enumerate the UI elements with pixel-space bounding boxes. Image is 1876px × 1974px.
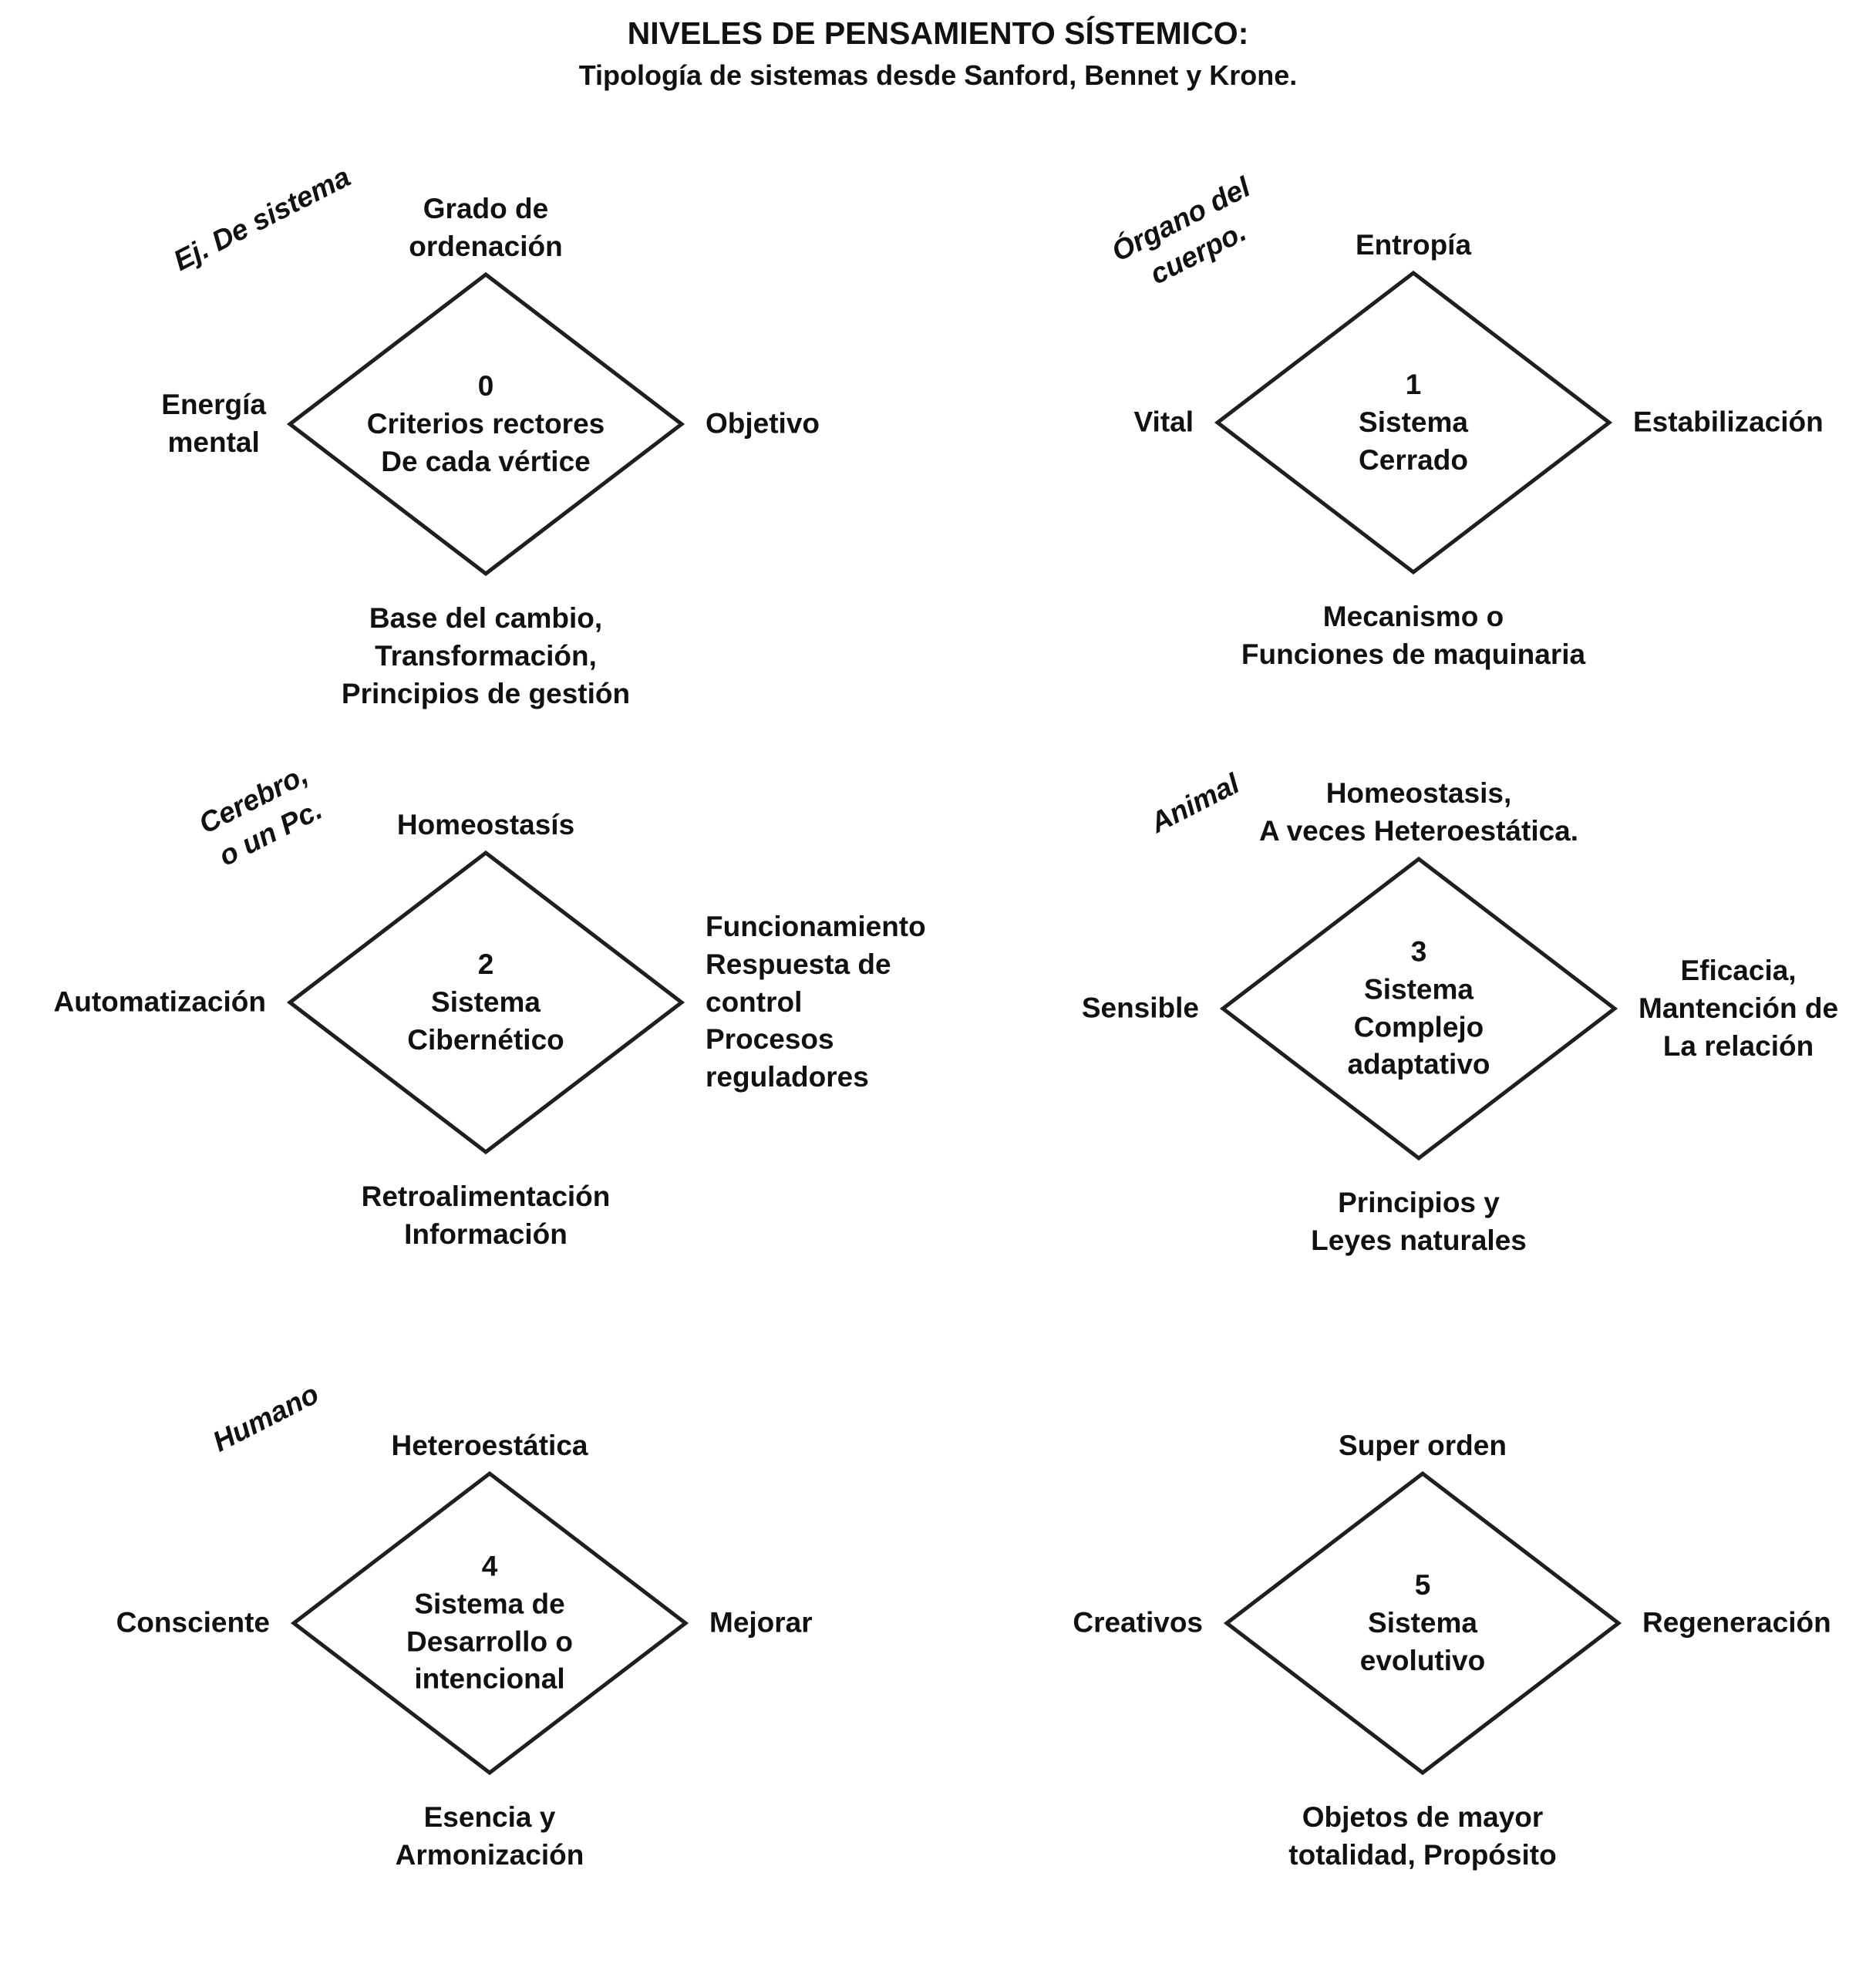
center-text-0: 0 Criterios rectores De cada vértice	[285, 368, 686, 480]
right-label-2: Funcionamiento Respuesta de control Proc…	[706, 910, 926, 1093]
level-name-4: Sistema de Desarrollo o intencional	[406, 1588, 573, 1695]
top-label-0: Grado de ordenación	[409, 193, 563, 263]
right-label-3: Eficacia, Mantención de La relación	[1639, 954, 1839, 1062]
left-label-0: Energía mental	[161, 389, 266, 458]
diamond-group-5: Super orden Creativos Regeneración 5 Sis…	[960, 1322, 1876, 1939]
diamond-shape-0	[286, 271, 685, 577]
bottom-label-4: Esencia y Armonización	[395, 1801, 584, 1871]
top-label-1: Entropía	[1355, 229, 1472, 261]
diamond-shape-2	[286, 850, 685, 1155]
title-line-2: Tipología de sistemas desde Sanford, Ben…	[578, 59, 1298, 91]
center-text-3: 3 Sistema Complejo adaptativo	[1218, 933, 1619, 1083]
level-number-0: 0	[477, 369, 494, 402]
diamond-group-1: Órgano del cuerpo. Entropía Vital Estabi…	[951, 122, 1876, 739]
left-label-1: Vital	[1133, 406, 1194, 438]
right-label-5: Regeneración	[1642, 1606, 1831, 1639]
diagram-title: NIVELES DE PENSAMIENTO SÍSTEMICO: Tipolo…	[0, 15, 1876, 92]
left-label-2: Automatización	[53, 985, 266, 1018]
level-number-5: 5	[1414, 1568, 1431, 1601]
diamond-shape-4	[290, 1470, 689, 1776]
level-number-3: 3	[1410, 935, 1427, 968]
diamond-shape-5	[1223, 1470, 1622, 1776]
center-text-1: 1 Sistema Cerrado	[1213, 366, 1614, 479]
level-name-0: Criterios rectores De cada vértice	[366, 407, 605, 477]
top-label-5: Super orden	[1339, 1430, 1507, 1462]
level-name-5: Sistema evolutivo	[1359, 1606, 1486, 1676]
center-text-4: 4 Sistema de Desarrollo o intencional	[289, 1548, 690, 1698]
level-name-3: Sistema Complejo adaptativo	[1347, 973, 1490, 1080]
right-label-4: Mejorar	[709, 1606, 813, 1639]
bottom-label-0: Base del cambio, Transformación, Princip…	[341, 602, 631, 709]
bottom-label-1: Mecanismo o Funciones de maquinaria	[1241, 601, 1586, 670]
diamond-group-3: Animal Homeostasis, A veces Heteroestáti…	[956, 708, 1876, 1325]
level-number-4: 4	[481, 1550, 498, 1582]
diamond-group-2: Cerebro, o un Pc. Homeostasís Automatiza…	[23, 702, 948, 1319]
left-label-3: Sensible	[1081, 992, 1199, 1024]
title-line-1: NIVELES DE PENSAMIENTO SÍSTEMICO:	[627, 15, 1249, 51]
right-label-0: Objetivo	[706, 407, 820, 440]
diamond-shape-3	[1219, 856, 1618, 1161]
right-label-1: Estabilización	[1633, 406, 1824, 438]
top-label-2: Homeostasís	[396, 809, 575, 841]
diamond-group-4: Humano Heteroestática Consciente Mejorar…	[27, 1322, 952, 1939]
bottom-label-3: Principios y Leyes naturales	[1311, 1187, 1527, 1256]
bottom-label-5: Objetos de mayor totalidad, Propósito	[1288, 1801, 1557, 1871]
level-number-1: 1	[1405, 368, 1422, 400]
diamond-group-0: Ej. De sistema Grado de ordenación Energ…	[23, 123, 948, 740]
top-label-3: Homeostasis, A veces Heteroestática.	[1258, 777, 1579, 847]
level-name-1: Sistema Cerrado	[1359, 406, 1468, 476]
bottom-label-2: Retroalimentación Información	[361, 1181, 611, 1250]
diamond-shape-1	[1214, 270, 1613, 575]
center-text-2: 2 Sistema Cibernético	[285, 946, 686, 1059]
top-label-4: Heteroestática	[391, 1430, 588, 1462]
level-number-2: 2	[477, 948, 494, 980]
level-name-2: Sistema Cibernético	[407, 985, 564, 1056]
left-label-5: Creativos	[1073, 1606, 1203, 1639]
center-text-5: 5 Sistema evolutivo	[1222, 1567, 1623, 1679]
left-label-4: Consciente	[116, 1606, 270, 1639]
